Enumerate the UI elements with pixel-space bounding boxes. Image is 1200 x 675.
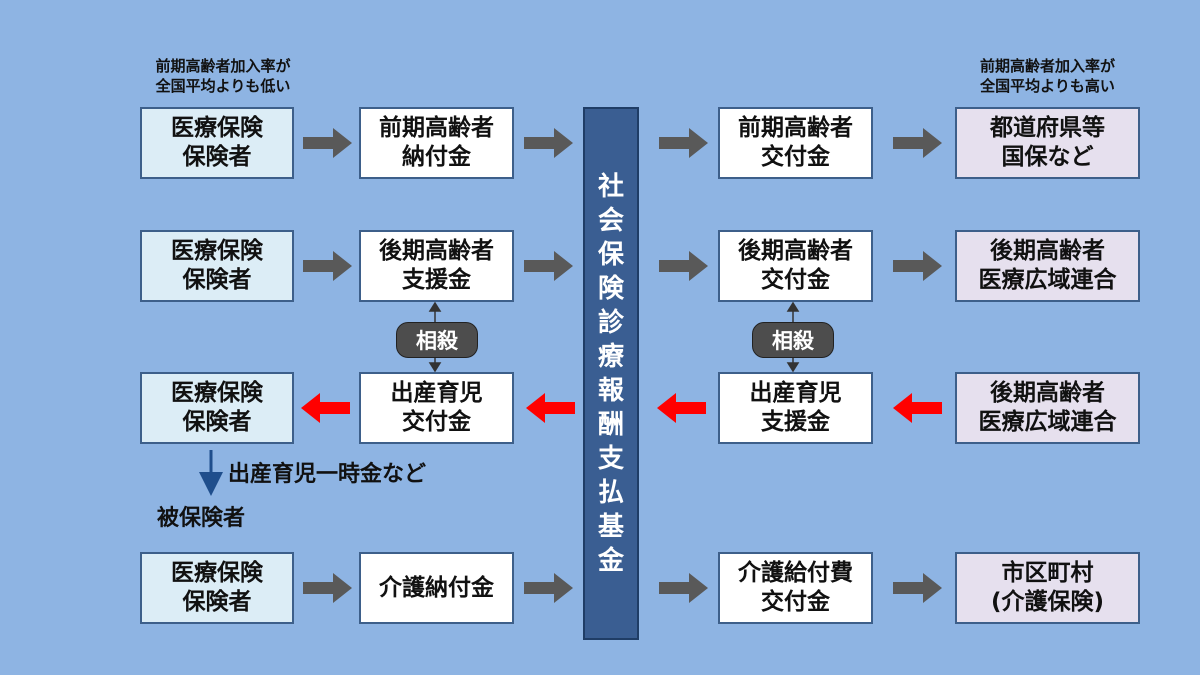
- center-char-8: 支: [597, 443, 624, 474]
- gray-arrow-icon: [893, 251, 942, 281]
- gray-arrow-icon: [659, 573, 708, 603]
- insurer-box-row1: 医療保険 保険者: [140, 107, 294, 179]
- insured-label: 被保険者: [157, 506, 246, 531]
- koki-shienkin-box: 後期高齢者 支援金: [359, 230, 514, 302]
- center-char-10: 基: [597, 511, 624, 542]
- gray-arrow-icon: [303, 251, 352, 281]
- center-char-4: 診: [597, 307, 624, 338]
- gray-arrow-icon: [893, 128, 942, 158]
- koki-kofukin-box: 後期高齢者 交付金: [718, 230, 873, 302]
- offset-pill-left: 相殺: [396, 322, 478, 358]
- double-arrow-icon: [428, 362, 442, 373]
- shiharai-kikin-bar: 社会保険診療報酬支払基金: [583, 107, 639, 640]
- red-arrow-icon: [893, 393, 942, 423]
- center-char-7: 酬: [597, 409, 624, 440]
- gray-arrow-icon: [524, 573, 573, 603]
- note-higher-rate: 前期高齢者加入率が 全国平均よりも高い: [979, 57, 1115, 95]
- double-arrow-icon: [428, 301, 442, 312]
- birth-payment-label: 出産育児一時金など: [228, 462, 427, 487]
- insurer-box-row4: 医療保険 保険者: [140, 552, 294, 624]
- gray-arrow-icon: [303, 128, 352, 158]
- koki-union-box-row2: 後期高齢者 医療広域連合: [955, 230, 1140, 302]
- birth-shienkin-box: 出産育児 支援金: [718, 372, 873, 444]
- gray-arrow-icon: [524, 251, 573, 281]
- center-char-5: 療: [597, 341, 624, 372]
- center-char-1: 会: [597, 205, 624, 236]
- zenki-kofukin-box: 前期高齢者 交付金: [718, 107, 873, 179]
- red-arrow-icon: [657, 393, 706, 423]
- offset-pill-right: 相殺: [752, 322, 834, 358]
- center-char-11: 金: [597, 545, 624, 576]
- zenki-nofukin-box: 前期高齢者 納付金: [359, 107, 514, 179]
- red-arrow-icon: [526, 393, 575, 423]
- insurer-box-row3: 医療保険 保険者: [140, 372, 294, 444]
- gray-arrow-icon: [659, 128, 708, 158]
- center-char-2: 保: [597, 239, 624, 270]
- gray-arrow-icon: [893, 573, 942, 603]
- kaigo-nofukin-box: 介護納付金: [359, 552, 514, 624]
- note-lower-rate: 前期高齢者加入率が 全国平均よりも低い: [155, 57, 291, 95]
- municipality-box: 市区町村 (介護保険): [955, 552, 1140, 624]
- double-arrow-icon: [786, 301, 800, 312]
- birth-kofukin-box: 出産育児 交付金: [359, 372, 514, 444]
- red-arrow-icon: [301, 393, 350, 423]
- insurer-box-row2: 医療保険 保険者: [140, 230, 294, 302]
- kaigo-kofukin-box: 介護給付費 交付金: [718, 552, 873, 624]
- koki-union-box-row3: 後期高齢者 医療広域連合: [955, 372, 1140, 444]
- center-char-0: 社: [597, 171, 624, 202]
- double-arrow-icon: [786, 362, 800, 373]
- center-char-9: 払: [597, 477, 624, 508]
- center-char-3: 険: [597, 273, 624, 304]
- gray-arrow-icon: [524, 128, 573, 158]
- prefecture-nhi-box: 都道府県等 国保など: [955, 107, 1140, 179]
- gray-arrow-icon: [303, 573, 352, 603]
- center-char-6: 報: [597, 375, 624, 406]
- gray-arrow-icon: [659, 251, 708, 281]
